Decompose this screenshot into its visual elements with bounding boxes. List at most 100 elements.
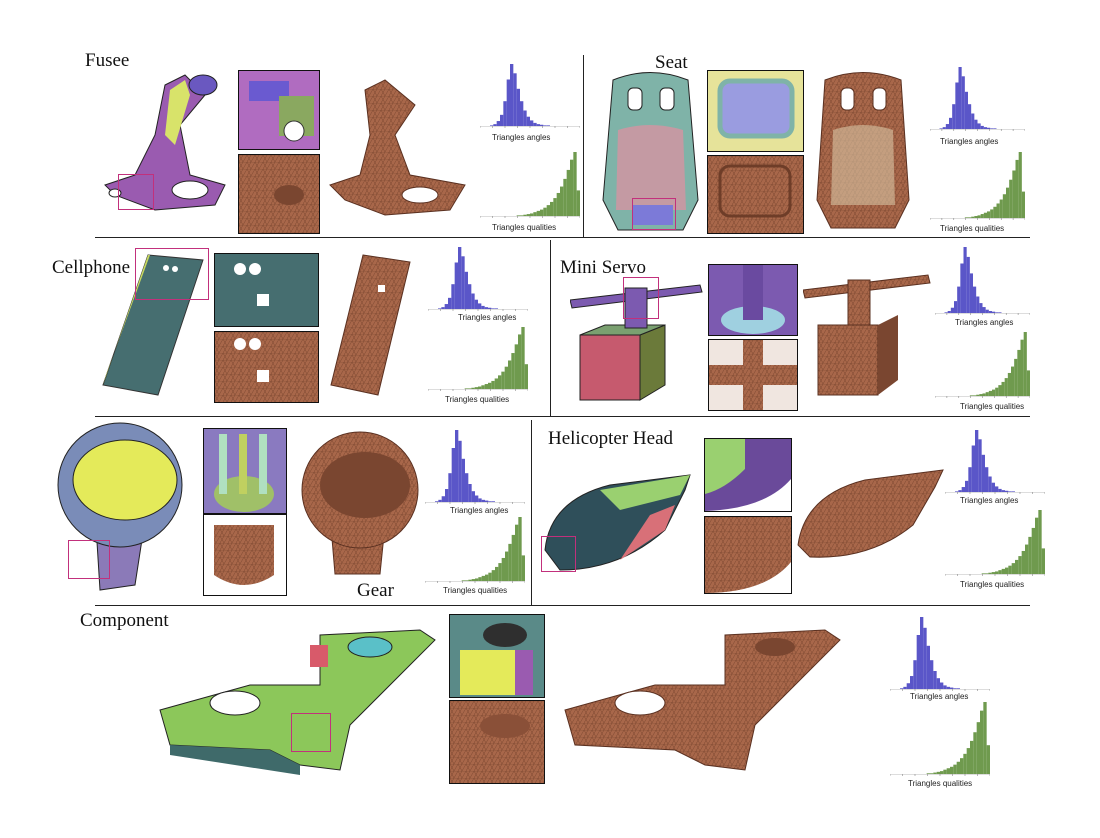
histogram-bar bbox=[458, 247, 462, 309]
zoom-highlight bbox=[118, 174, 154, 210]
histogram-bar bbox=[496, 121, 500, 126]
histogram-bar bbox=[930, 660, 934, 689]
histogram-bar bbox=[1035, 517, 1039, 574]
histogram-bar bbox=[481, 385, 485, 389]
seat-angles-histogram bbox=[930, 65, 1025, 133]
histogram-bar bbox=[910, 676, 914, 689]
histogram-bar bbox=[468, 484, 472, 502]
histogram-bar bbox=[974, 216, 978, 218]
histogram-bar bbox=[1020, 339, 1024, 396]
histogram-label: Triangles qualities bbox=[445, 395, 510, 404]
histogram-bar bbox=[926, 645, 930, 689]
histogram-bar bbox=[454, 262, 458, 309]
histogram-bar bbox=[990, 209, 994, 218]
histogram-bar bbox=[1009, 179, 1013, 218]
histogram-bar bbox=[930, 773, 934, 774]
histogram-bar bbox=[954, 301, 958, 313]
histogram-bar bbox=[521, 555, 525, 581]
histogram-bar bbox=[926, 773, 930, 774]
gear-mesh-model bbox=[301, 431, 419, 575]
histogram-bar bbox=[458, 440, 462, 502]
histogram-bar bbox=[468, 579, 472, 581]
histogram-bar bbox=[465, 473, 469, 502]
histogram-bar bbox=[987, 127, 991, 129]
histogram-bar bbox=[1026, 370, 1030, 396]
histogram-bar bbox=[526, 116, 530, 126]
histogram-bar bbox=[1025, 544, 1029, 574]
histogram-bar bbox=[438, 499, 442, 502]
histogram-bar bbox=[504, 366, 508, 389]
histogram-bar bbox=[464, 271, 468, 309]
histogram-bar bbox=[968, 467, 972, 492]
zoom-highlight bbox=[291, 713, 331, 752]
zoom-highlight bbox=[623, 277, 659, 319]
histogram-bar bbox=[474, 387, 478, 389]
histogram-bar bbox=[973, 286, 977, 313]
histogram-bar bbox=[1018, 152, 1022, 218]
histogram-bar bbox=[968, 104, 972, 129]
histogram-label: Triangles qualities bbox=[940, 224, 1005, 233]
histogram-bar bbox=[980, 710, 984, 774]
histogram-label: Triangles angles bbox=[940, 137, 999, 146]
histogram-bar bbox=[998, 570, 1002, 574]
histogram-bar bbox=[903, 686, 907, 689]
histogram-bar bbox=[980, 125, 984, 129]
histogram-bar bbox=[1015, 559, 1019, 574]
histogram-bar bbox=[956, 761, 960, 774]
histogram-bar bbox=[471, 387, 475, 389]
histogram-bar bbox=[982, 393, 986, 396]
histogram-bar bbox=[533, 122, 537, 126]
histogram-bar bbox=[1021, 550, 1025, 574]
histogram-bar bbox=[566, 169, 570, 216]
histogram-bar bbox=[956, 688, 960, 689]
panel-title-cellphone: Cellphone bbox=[52, 257, 131, 278]
histogram-bar bbox=[521, 327, 525, 389]
histogram-bar bbox=[995, 486, 999, 492]
histogram-bar bbox=[536, 210, 540, 216]
mini-servo-qualities-histogram bbox=[935, 330, 1030, 400]
histogram-bar bbox=[560, 186, 564, 216]
mini-servo-zoom-mesh bbox=[708, 339, 798, 411]
histogram-bar bbox=[999, 199, 1003, 218]
histogram-bar bbox=[451, 448, 455, 502]
histogram-bar bbox=[1008, 491, 1012, 492]
histogram-bar bbox=[478, 577, 482, 581]
helicopter-zoom-cad bbox=[704, 438, 792, 512]
panel-title-fusee: Fusee bbox=[85, 50, 130, 71]
histogram-bar bbox=[955, 82, 959, 129]
histogram-bar bbox=[491, 308, 495, 309]
histogram-bar bbox=[518, 517, 522, 581]
histogram-bar bbox=[448, 473, 452, 502]
histogram-bar bbox=[973, 395, 977, 396]
histogram-bar bbox=[1011, 563, 1015, 574]
histogram-bar bbox=[979, 394, 983, 396]
histogram-bar bbox=[940, 682, 944, 689]
histogram-bar bbox=[1023, 332, 1027, 396]
fusee-cad-model bbox=[104, 74, 226, 211]
histogram-bar bbox=[550, 201, 554, 216]
histogram-bar bbox=[1031, 527, 1035, 574]
seat-zoom-cad bbox=[707, 70, 804, 152]
histogram-bar bbox=[952, 104, 956, 129]
helicopter-mesh-model bbox=[797, 469, 944, 558]
histogram-bar bbox=[1011, 366, 1015, 396]
histogram-bar bbox=[995, 312, 999, 313]
histogram-bar bbox=[968, 217, 972, 218]
seat-cad-model bbox=[602, 72, 699, 231]
histogram-bar bbox=[957, 286, 961, 313]
histogram-bar bbox=[961, 76, 965, 129]
histogram-bar bbox=[933, 772, 937, 774]
histogram-bar bbox=[441, 307, 445, 309]
histogram-bar bbox=[570, 159, 574, 216]
cellphone-cad-model bbox=[102, 254, 204, 396]
histogram-bar bbox=[964, 217, 968, 218]
histogram-bar bbox=[491, 501, 495, 502]
histogram-bar bbox=[543, 207, 547, 216]
component-angles-histogram bbox=[890, 615, 990, 693]
panel-title-mini-servo: Mini Servo bbox=[560, 257, 647, 278]
histogram-bar bbox=[988, 311, 992, 313]
component-cad-model bbox=[159, 629, 436, 775]
histogram-bar bbox=[1005, 490, 1009, 492]
histogram-bar bbox=[546, 125, 550, 126]
histogram-bar bbox=[488, 572, 492, 581]
